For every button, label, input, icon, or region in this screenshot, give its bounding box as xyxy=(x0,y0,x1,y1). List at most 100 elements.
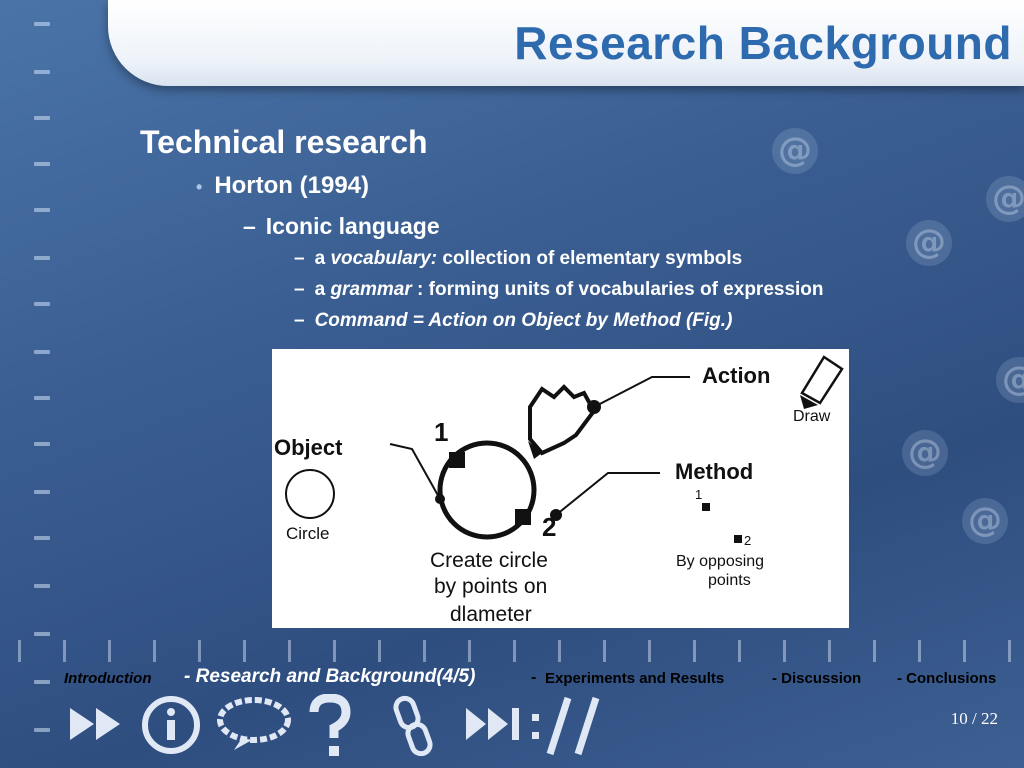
decorative-dash xyxy=(34,680,50,684)
section-heading: Technical research xyxy=(140,124,428,160)
item-text: : forming units of vocabularies of expre… xyxy=(417,279,824,300)
nav-link-conclusions[interactable]: - Conclusions xyxy=(897,670,997,687)
iconic-language-figure: Object Circle 1 2 Action Draw Method 1 2… xyxy=(272,349,849,628)
item-text: collection of elementary symbols xyxy=(442,248,743,269)
method-point-2 xyxy=(734,535,742,543)
decorative-tick xyxy=(738,640,741,662)
item-text: Command = Action on Object by Method (Fi… xyxy=(314,310,733,331)
decorative-tick xyxy=(288,640,291,662)
decorative-tick xyxy=(18,640,21,662)
decorative-dash xyxy=(34,728,50,732)
decorative-tick xyxy=(153,640,156,662)
method-point-1 xyxy=(702,503,710,511)
point-number-1: 1 xyxy=(434,417,448,447)
object-leader-line xyxy=(389,443,441,500)
method-label: Method xyxy=(675,459,753,484)
title-band: Research Background xyxy=(108,0,1024,86)
object-circle-icon xyxy=(285,469,335,519)
point-marker-2 xyxy=(515,509,531,525)
action-label: Action xyxy=(702,363,770,388)
decorative-tick xyxy=(468,640,471,662)
decorative-tick xyxy=(108,640,111,662)
url-slash-icon[interactable] xyxy=(530,694,604,758)
decorative-tick xyxy=(513,640,516,662)
slide-icon-bar xyxy=(68,694,608,760)
question-mark-icon[interactable] xyxy=(308,694,352,758)
decorative-dash xyxy=(34,302,50,306)
method-point-number-1: 1 xyxy=(695,487,702,502)
create-caption-line-2: by points on xyxy=(434,575,547,598)
sub-bullet-item: –Iconic language xyxy=(243,213,440,240)
chat-bubble-icon[interactable] xyxy=(216,694,292,754)
method-caption-line-1: By opposing xyxy=(676,553,764,570)
decorative-dash xyxy=(34,208,50,212)
skip-end-icon[interactable] xyxy=(464,694,526,754)
bullet-item: •Horton (1994) xyxy=(196,172,369,200)
draw-pencil-icon xyxy=(800,355,844,409)
draw-label: Draw xyxy=(793,408,831,425)
decorative-dash xyxy=(34,256,50,260)
create-caption-line-3: dlameter xyxy=(450,603,532,626)
dash-mark: – xyxy=(243,213,256,239)
main-circle xyxy=(437,440,537,540)
dash-mark: – xyxy=(294,279,305,300)
method-point-number-2: 2 xyxy=(744,533,751,548)
method-leader-dot xyxy=(550,509,562,521)
decorative-tick xyxy=(828,640,831,662)
point-marker-1 xyxy=(449,452,465,468)
object-label: Object xyxy=(274,435,343,460)
bullet-dot: • xyxy=(196,177,203,197)
left-dash-strip xyxy=(0,0,60,768)
dash-mark: – xyxy=(294,248,305,269)
info-icon[interactable] xyxy=(140,694,202,756)
bottom-tick-row xyxy=(0,640,1024,670)
figure-drawing: Object Circle 1 2 Action Draw Method 1 2… xyxy=(274,355,844,626)
decorative-tick xyxy=(198,640,201,662)
fast-forward-icon[interactable] xyxy=(68,694,126,754)
decorative-tick xyxy=(918,640,921,662)
decorative-dash xyxy=(34,116,50,120)
decorative-tick xyxy=(648,640,651,662)
circle-label: Circle xyxy=(286,524,329,543)
nav-link-experiments[interactable]: Experiments and Results xyxy=(545,670,725,687)
at-watermark-icon: @ xyxy=(962,498,1008,544)
decorative-dash xyxy=(34,162,50,166)
pen-hand-icon xyxy=(528,384,597,459)
at-watermark-icon: @ xyxy=(772,128,818,174)
action-leader-line xyxy=(593,376,690,408)
nav-link-research[interactable]: - Research and Background(4/5) xyxy=(184,666,476,687)
create-caption-line-1: Create circle xyxy=(430,549,548,572)
decorative-dash xyxy=(34,22,50,26)
decorative-dash xyxy=(34,584,50,588)
list-item-grammar: –a grammar : forming units of vocabulari… xyxy=(294,279,824,301)
decorative-dash xyxy=(34,536,50,540)
decorative-tick xyxy=(423,640,426,662)
decorative-dash xyxy=(34,442,50,446)
decorative-dash xyxy=(34,396,50,400)
section-navigation: Introduction - Research and Background(4… xyxy=(0,666,1024,692)
list-item-vocabulary: –a vocabulary: collection of elementary … xyxy=(294,248,742,270)
list-item-command: –Command = Action on Object by Method (F… xyxy=(294,310,732,332)
decorative-dash xyxy=(34,490,50,494)
decorative-tick xyxy=(243,640,246,662)
decorative-tick xyxy=(378,640,381,662)
nav-separator: - xyxy=(531,669,537,686)
action-leader-dot xyxy=(587,400,601,414)
item-prefix: a xyxy=(314,279,326,300)
object-leader-dot xyxy=(435,494,445,504)
item-emphasis: vocabulary: xyxy=(330,248,438,269)
decorative-dash xyxy=(34,632,50,636)
dash-mark: – xyxy=(294,310,305,331)
nav-link-introduction[interactable]: Introduction xyxy=(64,670,152,687)
item-emphasis: grammar xyxy=(330,279,412,300)
chain-link-icon[interactable] xyxy=(390,694,436,758)
decorative-tick xyxy=(963,640,966,662)
decorative-tick xyxy=(333,640,336,662)
at-watermark-icon: @ xyxy=(902,430,948,476)
decorative-dash xyxy=(34,350,50,354)
sub-bullet-text: Iconic language xyxy=(265,213,440,239)
decorative-tick xyxy=(693,640,696,662)
decorative-tick xyxy=(558,640,561,662)
decorative-tick xyxy=(63,640,66,662)
nav-link-discussion[interactable]: - Discussion xyxy=(772,670,862,687)
